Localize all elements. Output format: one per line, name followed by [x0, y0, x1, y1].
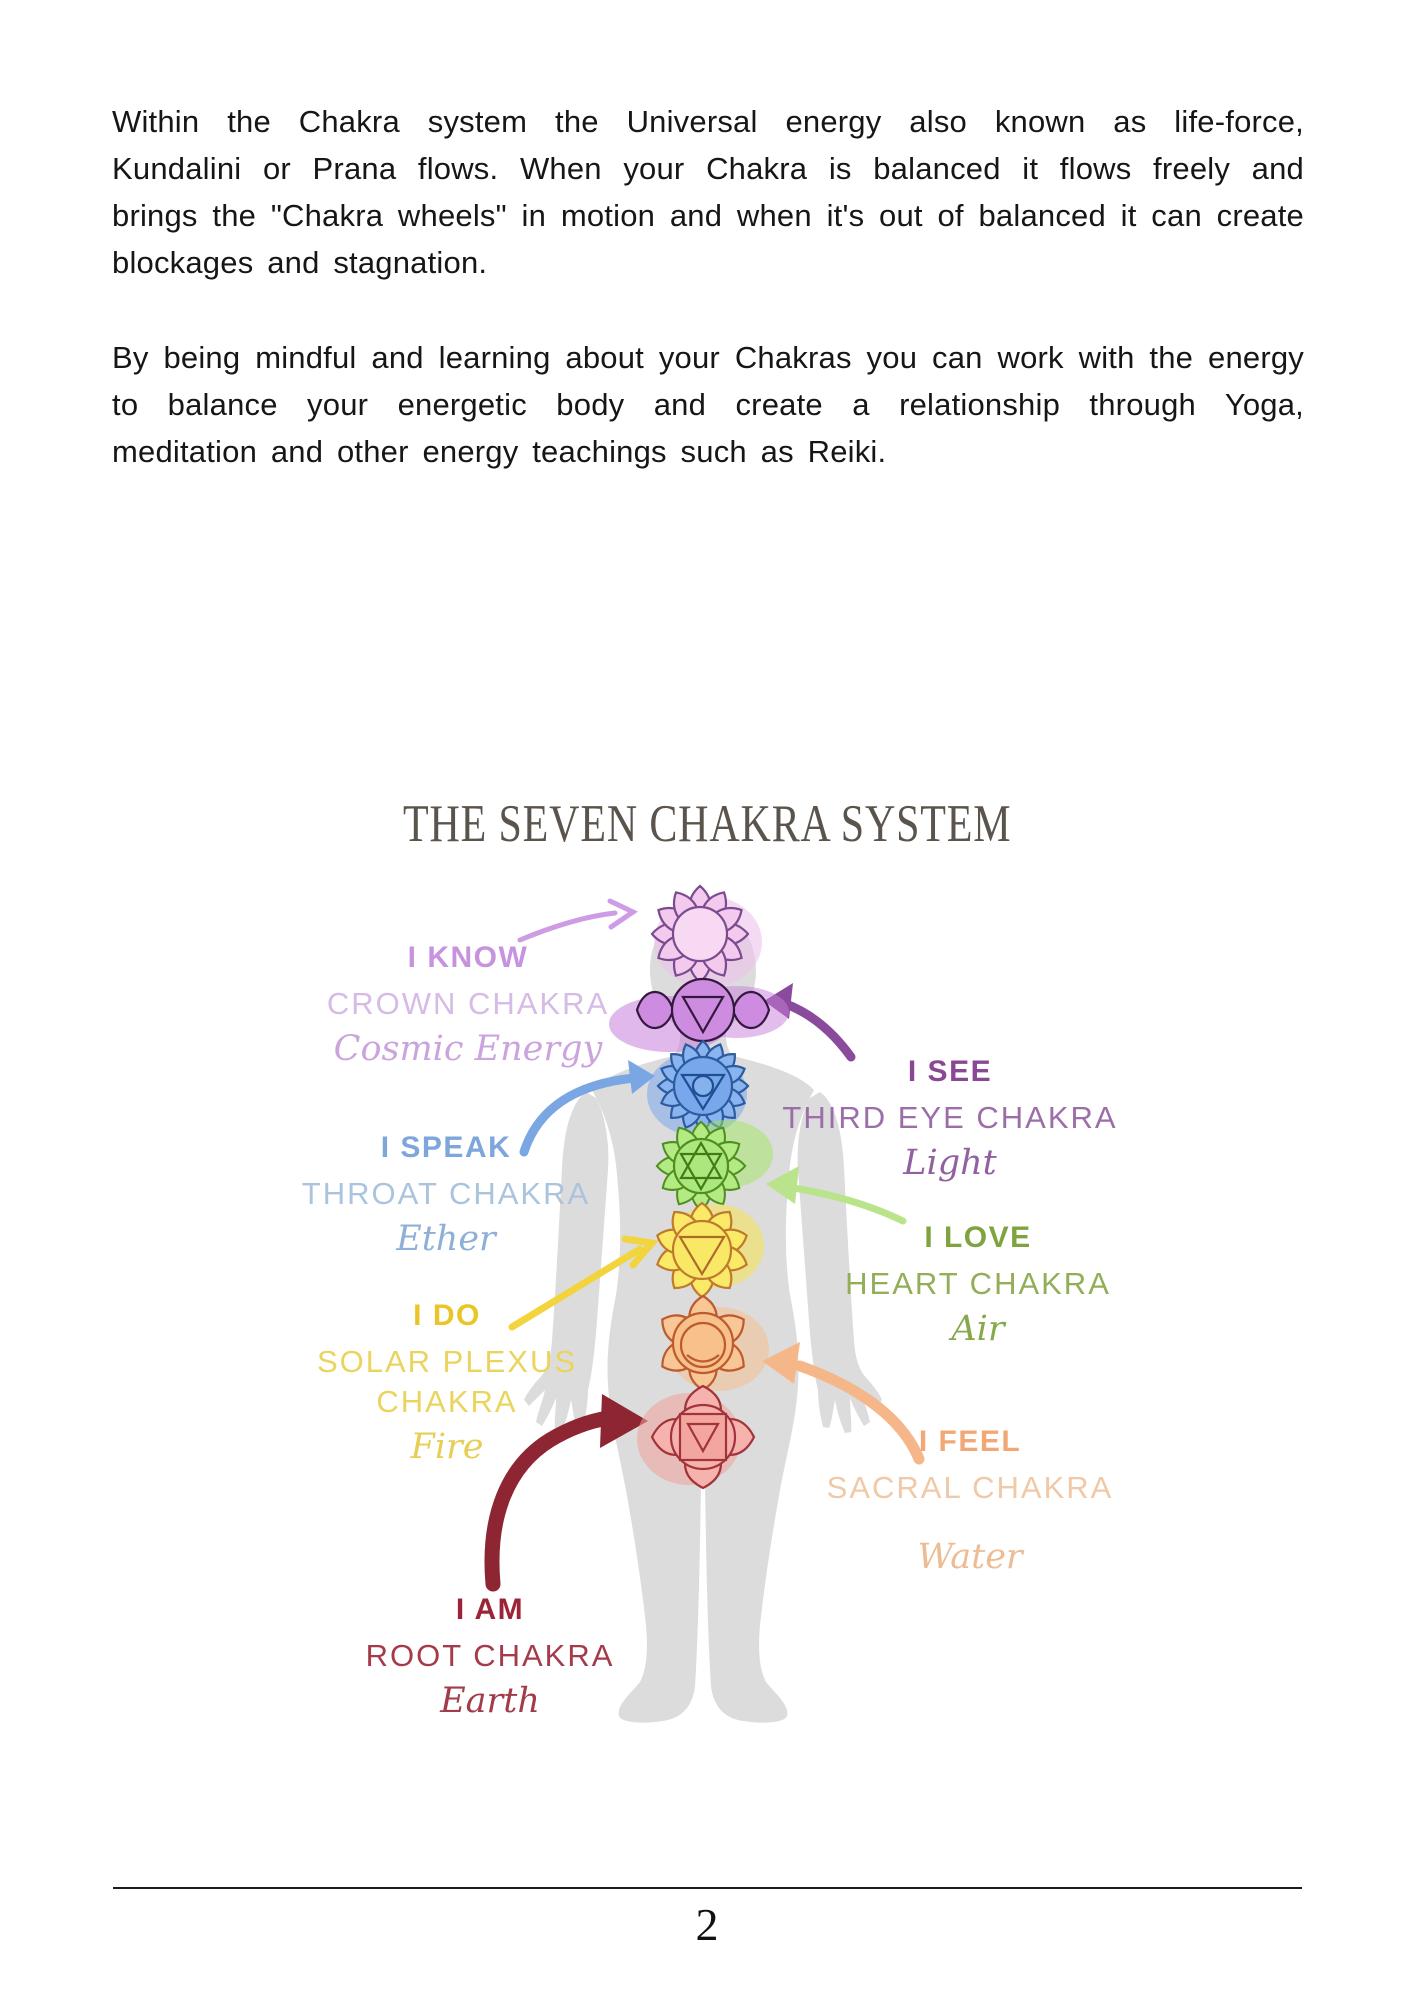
root-chakra-label: I AM ROOT CHAKRA Earth	[340, 1592, 640, 1724]
throat-arrow-icon	[519, 1060, 655, 1157]
body-left-arm	[524, 1092, 609, 1433]
heart-name: HEART CHAKRA	[845, 1266, 1111, 1301]
third-eye-chakra-symbol	[609, 977, 789, 1052]
third-eye-element: Light	[903, 1143, 997, 1183]
crown-arrow-icon	[517, 898, 638, 943]
crown-name: CROWN CHAKRA	[326, 986, 610, 1021]
solar-plexus-name: SOLAR PLEXUS CHAKRA	[316, 1344, 578, 1419]
root-name: ROOT CHAKRA	[365, 1638, 615, 1673]
throat-element: Ether	[396, 1219, 496, 1259]
paragraph-2: By being mindful and learning about your…	[112, 340, 1304, 469]
third-eye-chakra-label: I SEE THIRD EYE CHAKRA Light	[770, 1054, 1130, 1186]
sacral-affirmation: I FEEL	[918, 1425, 1022, 1458]
sacral-chakra-label: I FEEL SACRAL CHAKRA Water	[820, 1424, 1120, 1580]
heart-affirmation: I LOVE	[924, 1221, 1032, 1254]
solar-plexus-element: Fire	[410, 1427, 484, 1467]
chakra-diagram-figure	[484, 860, 925, 1723]
solar-plexus-arrow-icon	[508, 1235, 659, 1331]
heart-chakra-symbol	[641, 1106, 773, 1227]
sacral-arrow-icon	[762, 1342, 925, 1465]
crown-affirmation: I KNOW	[407, 941, 529, 974]
heart-arrow-icon	[766, 1166, 907, 1225]
heart-element: Air	[951, 1309, 1005, 1349]
paragraph-1: Within the Chakra system the Universal e…	[112, 104, 1304, 280]
solar-plexus-chakra-label: I DO SOLAR PLEXUS CHAKRA Fire	[297, 1298, 597, 1470]
root-chakra-symbol	[637, 1384, 756, 1490]
chakra-symbols	[609, 868, 789, 1490]
crown-chakra-symbol	[634, 868, 765, 999]
crown-element: Cosmic Energy	[333, 1029, 603, 1069]
heart-chakra-label: I LOVE HEART CHAKRA Air	[828, 1220, 1128, 1352]
root-arrow-icon	[484, 1394, 648, 1592]
page-number: 2	[695, 1899, 719, 1950]
body-text-block: Within the Chakra system the Universal e…	[112, 98, 1304, 523]
sacral-name: SACRAL CHAKRA	[826, 1470, 1114, 1505]
third-eye-affirmation: I SEE	[907, 1055, 993, 1088]
footer-divider	[113, 1887, 1302, 1889]
root-element: Earth	[440, 1681, 540, 1721]
arrows	[484, 898, 925, 1592]
throat-name: THROAT CHAKRA	[301, 1176, 591, 1211]
solar-plexus-chakra-symbol	[654, 1203, 764, 1297]
sacral-element: Water	[917, 1537, 1023, 1577]
diagram-title: THE SEVEN CHAKRA SYSTEM	[402, 793, 1012, 853]
throat-chakra-symbol	[639, 1022, 766, 1149]
crown-chakra-label: I KNOW CROWN CHAKRA Cosmic Energy	[318, 940, 618, 1072]
throat-affirmation: I SPEAK	[380, 1131, 512, 1164]
throat-chakra-label: I SPEAK THROAT CHAKRA Ether	[296, 1130, 596, 1262]
sacral-chakra-symbol	[655, 1296, 769, 1391]
third-eye-name: THIRD EYE CHAKRA	[782, 1100, 1118, 1135]
solar-plexus-affirmation: I DO	[413, 1299, 481, 1332]
root-affirmation: I AM	[455, 1593, 525, 1626]
